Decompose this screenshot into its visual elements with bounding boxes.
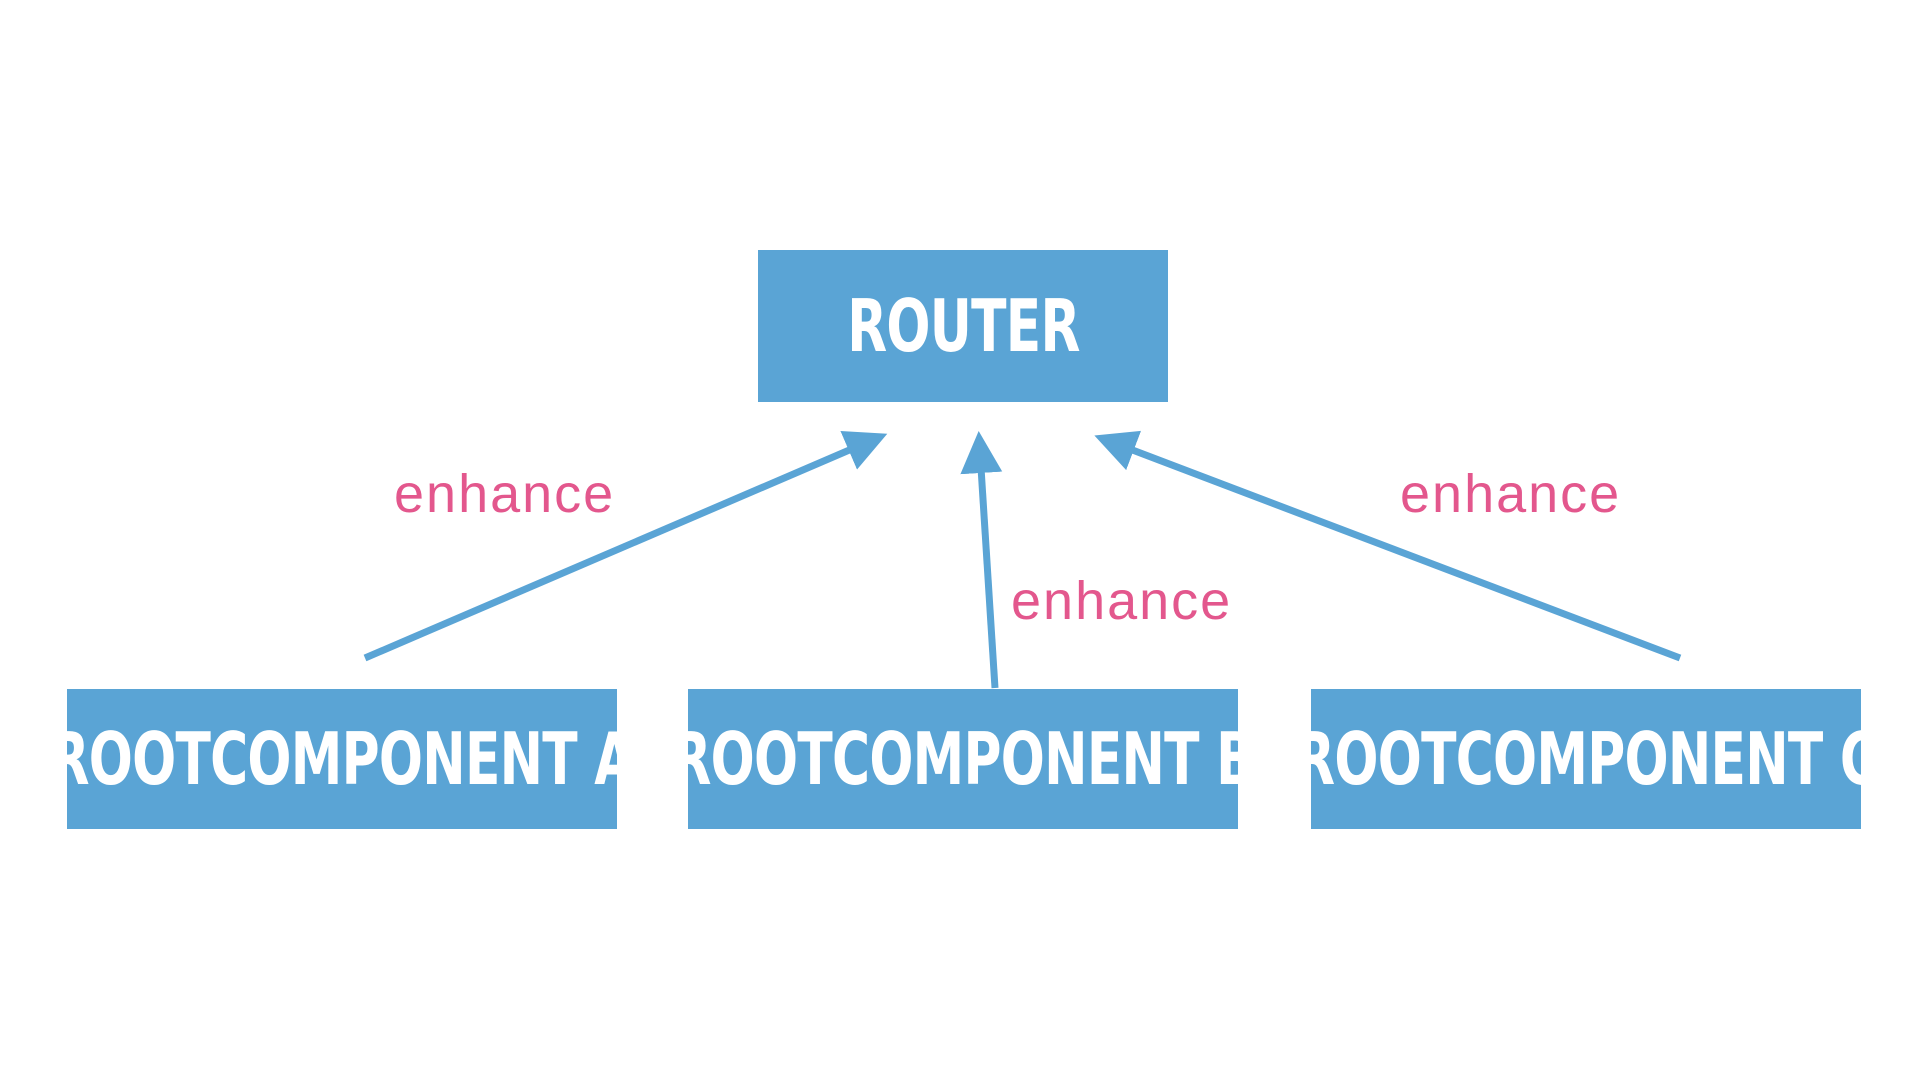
rootcomponent-b-box: ROOTCOMPONENT B — [671, 689, 1255, 829]
router-label: ROUTER — [846, 284, 1080, 368]
router-box: ROUTER — [758, 250, 1168, 402]
edge-label-c: enhance — [1400, 464, 1622, 524]
edge-label-a: enhance — [394, 464, 616, 524]
rootcomponent-a-label: ROOTCOMPONENT A — [49, 717, 635, 801]
arrow-c-to-router — [1094, 430, 1682, 662]
edge-label-b: enhance — [1011, 571, 1233, 631]
rootcomponent-a-box: ROOTCOMPONENT A — [50, 689, 635, 829]
rootcomponent-c-box: ROOTCOMPONENT C — [1295, 689, 1878, 829]
arrow-b-to-router — [960, 431, 1003, 689]
rootcomponent-c-label: ROOTCOMPONENT C — [1294, 717, 1878, 801]
rootcomponent-b-label: ROOTCOMPONENT B — [671, 717, 1255, 801]
arrow-a-to-router — [363, 430, 888, 662]
